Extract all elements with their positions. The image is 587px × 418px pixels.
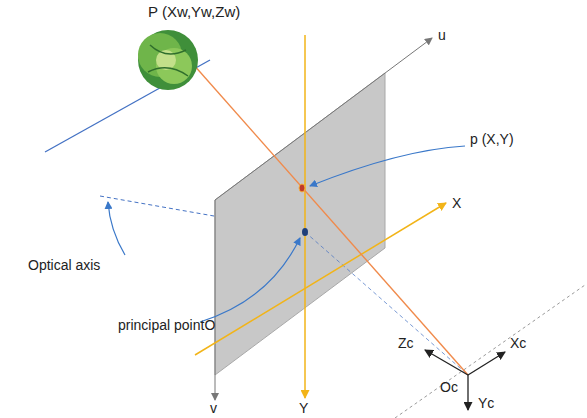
guide-line <box>395 285 585 418</box>
axis-label: X <box>452 196 461 211</box>
x-axis <box>195 203 446 355</box>
u-axis <box>215 38 432 200</box>
callout-arrow <box>108 202 125 255</box>
principal-point <box>302 228 308 236</box>
axis-label: Y <box>299 401 308 416</box>
xc-axis <box>468 352 505 375</box>
origin-label: Oc <box>440 380 458 395</box>
point-label: p (X,Y) <box>470 132 514 147</box>
zc-axis <box>425 350 468 375</box>
axis-label: Yc <box>478 396 494 411</box>
image-point <box>299 184 305 192</box>
annotation: Optical axis <box>28 258 100 273</box>
y-axis <box>304 35 306 398</box>
axis-label: Xc <box>510 336 526 351</box>
axis-label: v <box>210 401 217 416</box>
cabbage-illustration <box>138 30 198 90</box>
callout-arrow <box>310 146 465 186</box>
annotation: principal pointO <box>118 318 215 333</box>
axis-label: u <box>438 28 446 43</box>
yc-axis <box>467 375 468 410</box>
callout-arrow <box>200 238 300 322</box>
axis-label: Zc <box>398 336 414 351</box>
point-label: P (Xw,Yw,Zw) <box>148 4 240 21</box>
optical-axis-dashed <box>305 232 468 375</box>
projection-ray <box>185 55 468 375</box>
v-axis <box>215 200 216 400</box>
